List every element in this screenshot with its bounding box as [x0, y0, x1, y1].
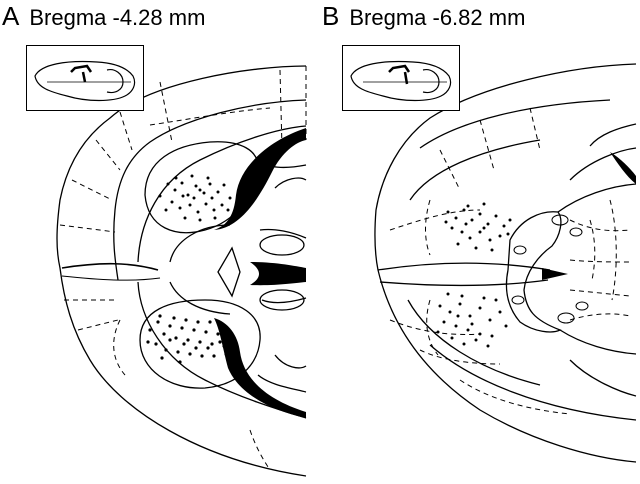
sagittal-brain-icon — [350, 60, 452, 102]
panel-b-midline — [377, 262, 551, 271]
panel-b-lower-dot-cluster — [436, 292, 508, 348]
panel-a-hippocampus-lower — [139, 299, 261, 389]
panel-a-upper-dot-cluster — [158, 174, 232, 222]
panel-b-fill-upper — [610, 152, 636, 184]
sagittal-brain-icon — [34, 60, 136, 102]
panel-a-section-drawing — [56, 65, 307, 477]
panel-b-sagittal-inset — [342, 45, 460, 111]
panel-b-outer-contour — [374, 63, 637, 463]
panel-b-fill-ventricle — [542, 268, 568, 280]
panel-b-section-drawing — [374, 63, 637, 463]
panel-b-letter: B — [322, 1, 340, 31]
panel-a: A Bregma -4.28 mm — [2, 2, 307, 477]
panel-a-lower-dot-cluster — [146, 314, 238, 364]
panel-b-upper-dot-cluster — [444, 202, 512, 252]
panel-a-midline — [61, 262, 159, 271]
panel-a-sagittal-inset — [26, 45, 144, 111]
panel-b: B Bregma -6.82 mm — [320, 0, 640, 484]
panel-a-fill-ventricle — [250, 262, 306, 286]
panel-a-central-arch — [137, 125, 307, 263]
panel-a-header: A Bregma -4.28 mm — [2, 2, 205, 32]
panel-a-outer-contour — [56, 65, 307, 477]
panel-a-title: Bregma -4.28 mm — [29, 5, 206, 30]
panel-a-cortex-boundary — [113, 99, 307, 281]
panel-b-title: Bregma -6.82 mm — [349, 5, 526, 30]
panel-a-fill-upper — [214, 128, 306, 230]
panel-a-letter: A — [2, 1, 20, 31]
panel-b-header: B Bregma -6.82 mm — [322, 2, 525, 32]
